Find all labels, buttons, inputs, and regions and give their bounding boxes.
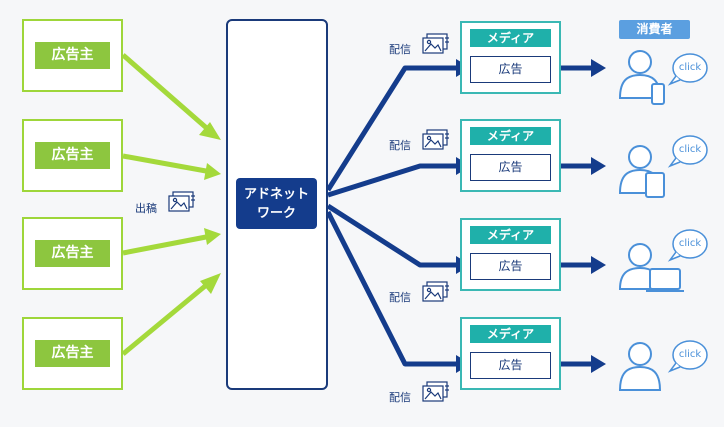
advertiser-3: 広告主 xyxy=(22,217,123,290)
adv-arrow-2 xyxy=(122,153,207,174)
delivery-label-2: 配信 xyxy=(389,139,411,152)
delivery-arrows xyxy=(325,59,471,373)
adv-arrowhead-1 xyxy=(199,122,221,140)
adv-arrow-3 xyxy=(122,234,207,256)
consumer-head-3 xyxy=(591,256,606,274)
submission-label: 出稿 xyxy=(135,202,157,215)
click-bubble-text: click xyxy=(678,349,702,360)
click-bubble-text: click xyxy=(678,238,702,249)
delivery-label-3: 配信 xyxy=(389,291,411,304)
delivery-line-4 xyxy=(325,210,458,367)
adv-arrowhead-4 xyxy=(200,273,221,294)
consumer-head-4 xyxy=(591,355,606,373)
media-1: メディア 広告 xyxy=(460,21,561,94)
click-bubble-text: click xyxy=(678,62,702,73)
media-ad-slot: 広告 xyxy=(470,253,551,280)
consumer-head-2 xyxy=(591,157,606,175)
media-title: メディア xyxy=(470,325,551,343)
adv-arrowhead-2 xyxy=(204,163,221,180)
advertiser-1: 広告主 xyxy=(22,19,123,92)
advertiser-label: 広告主 xyxy=(35,142,110,169)
advertiser-arrows xyxy=(121,53,221,356)
ad-network-label-line1: アドネット xyxy=(243,186,309,202)
consumer-title: 消費者 xyxy=(619,20,690,39)
consumer-head-1 xyxy=(591,59,606,77)
advertiser-2: 広告主 xyxy=(22,119,123,192)
adv-arrow-1 xyxy=(121,53,212,133)
adv-arrow-4 xyxy=(121,280,212,356)
delivery-line-3 xyxy=(326,203,458,268)
adv-arrowhead-3 xyxy=(204,228,221,245)
click-bubble-text: click xyxy=(678,144,702,155)
consumer-person-icon xyxy=(618,50,684,391)
advertiser-label: 広告主 xyxy=(35,240,110,267)
image-document-icon xyxy=(168,33,449,402)
advertiser-label: 広告主 xyxy=(35,42,110,69)
media-title: メディア xyxy=(470,29,551,47)
media-4: メディア 広告 xyxy=(460,317,561,390)
delivery-line-2 xyxy=(327,163,458,198)
media-ad-slot: 広告 xyxy=(470,352,551,379)
media-ad-slot: 広告 xyxy=(470,154,551,181)
advertiser-4: 広告主 xyxy=(22,317,123,390)
delivery-line-1 xyxy=(325,65,458,192)
advertiser-label: 広告主 xyxy=(35,340,110,367)
media-3: メディア 広告 xyxy=(460,218,561,291)
ad-network-label: アドネット ワーク xyxy=(236,178,317,229)
click-bubble-icon xyxy=(667,53,708,373)
media-ad-slot: 広告 xyxy=(470,56,551,83)
media-title: メディア xyxy=(470,226,551,244)
ad-network-label-line2: ワーク xyxy=(256,205,296,221)
media-2: メディア 広告 xyxy=(460,119,561,192)
delivery-label-4: 配信 xyxy=(389,391,411,404)
media-title: メディア xyxy=(470,127,551,145)
delivery-label-1: 配信 xyxy=(389,43,411,56)
